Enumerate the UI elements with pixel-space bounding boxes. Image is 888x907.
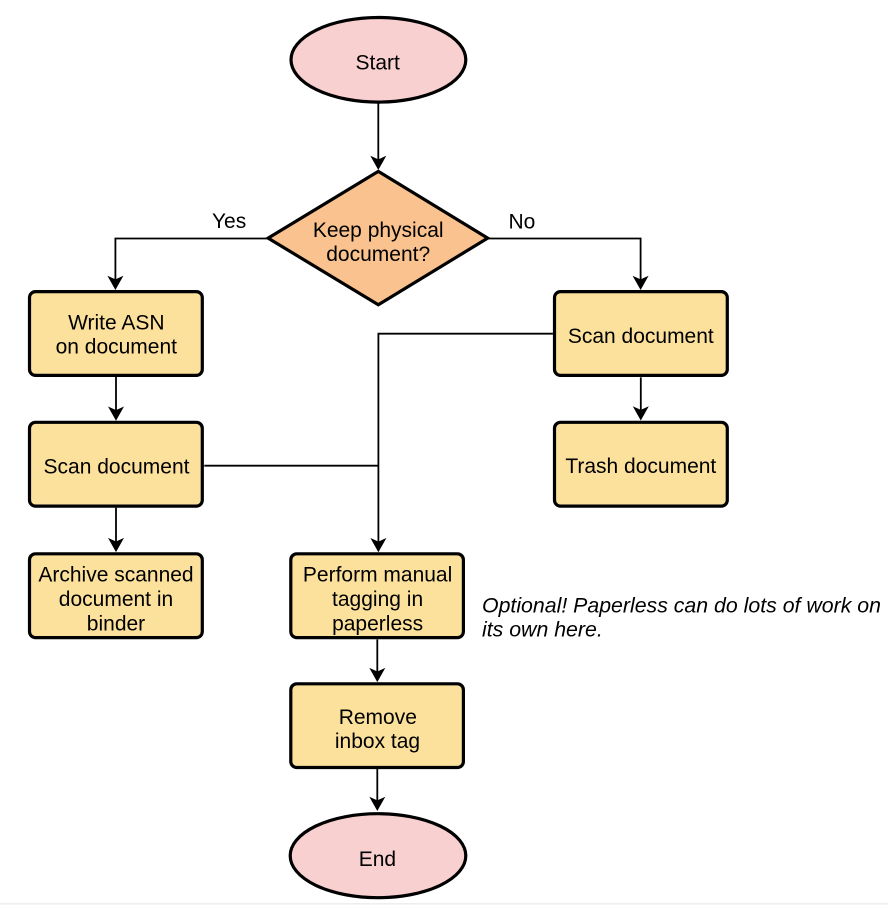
svg-text:inbox tag: inbox tag <box>335 730 420 753</box>
svg-text:Start: Start <box>356 51 401 74</box>
svg-text:Write ASN: Write ASN <box>68 312 164 335</box>
svg-text:Trash document: Trash document <box>565 455 716 478</box>
svg-text:paperless: paperless <box>332 613 423 636</box>
svg-text:binder: binder <box>87 613 145 636</box>
svg-text:Optional! Paperless can do lot: Optional! Paperless can do lots of work … <box>482 593 881 617</box>
svg-text:End: End <box>359 848 396 871</box>
svg-text:Yes: Yes <box>212 210 246 233</box>
svg-text:tagging in: tagging in <box>332 588 423 611</box>
svg-text:its own here.: its own here. <box>482 617 603 641</box>
svg-text:on document: on document <box>56 336 178 359</box>
svg-text:No: No <box>508 210 535 233</box>
svg-text:Perform manual: Perform manual <box>303 564 452 587</box>
svg-text:Archive scanned: Archive scanned <box>38 564 193 587</box>
svg-text:Remove: Remove <box>339 706 417 729</box>
svg-text:Scan document: Scan document <box>568 325 714 348</box>
svg-text:Scan document: Scan document <box>44 455 190 478</box>
svg-text:document?: document? <box>326 243 430 266</box>
svg-text:document in: document in <box>59 588 173 611</box>
svg-text:Keep physical: Keep physical <box>313 219 444 242</box>
